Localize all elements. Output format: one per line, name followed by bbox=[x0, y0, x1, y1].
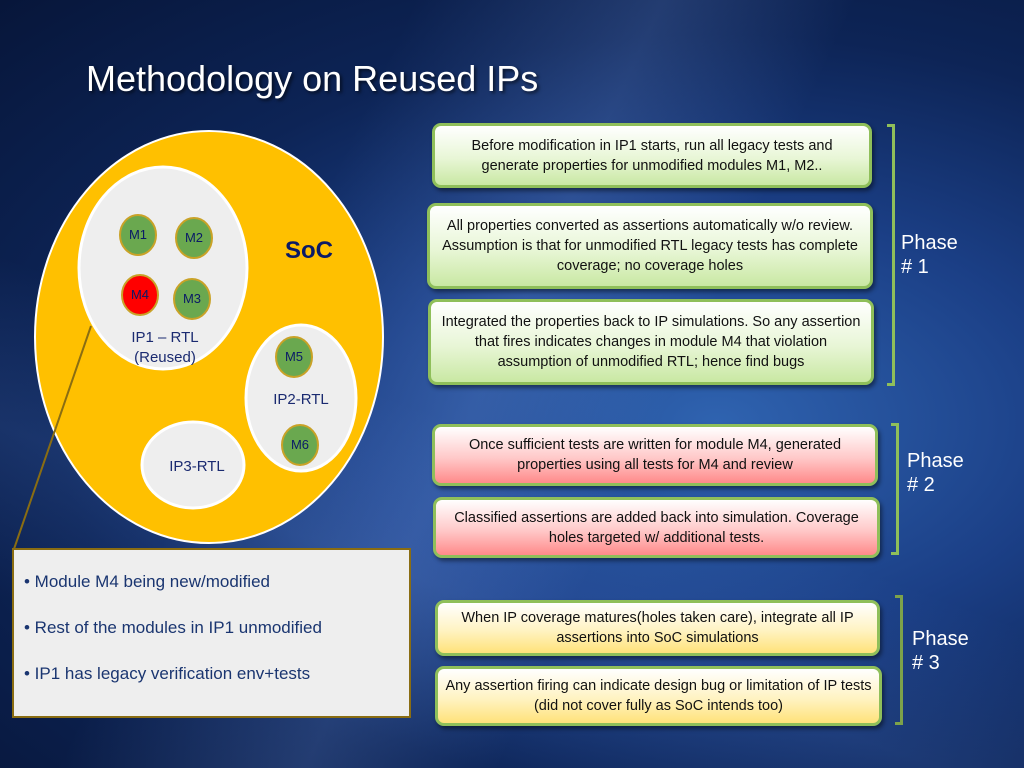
phase1-label-line1: Phase bbox=[901, 232, 958, 254]
note-item: • Module M4 being new/modified bbox=[24, 572, 270, 591]
note-item: • IP1 has legacy verification env+tests bbox=[24, 664, 311, 683]
phase2-step1-text: Once sufficient tests are written for mo… bbox=[468, 437, 842, 473]
ip3-label: IP3-RTL bbox=[169, 458, 225, 475]
module-m4 bbox=[121, 274, 159, 316]
phase3-step2-box: Any assertion firing can indicate design… bbox=[435, 666, 882, 726]
phase1-step3-text: Integrated the properties back to IP sim… bbox=[441, 314, 861, 370]
module-m3-label: M3 bbox=[183, 291, 201, 306]
phase1-step1-box: Before modification in IP1 starts, run a… bbox=[432, 123, 872, 188]
phase3-step1-box: When IP coverage matures(holes taken car… bbox=[435, 600, 880, 656]
module-m1 bbox=[119, 214, 157, 256]
module-m5-label: M5 bbox=[285, 349, 303, 364]
notes-box: • Module M4 being new/modified • Rest of… bbox=[12, 548, 411, 718]
phase3-label: Phase # 3 bbox=[912, 627, 969, 675]
phase1-step2-box: All properties converted as assertions a… bbox=[427, 203, 873, 289]
module-m5 bbox=[275, 336, 313, 378]
phase1-label: Phase # 1 bbox=[901, 231, 958, 279]
phase3-bracket bbox=[895, 595, 903, 725]
module-m1-label: M1 bbox=[129, 227, 147, 242]
phase1-step2-text: All properties converted as assertions a… bbox=[442, 218, 858, 274]
phase1-step3-box: Integrated the properties back to IP sim… bbox=[428, 299, 874, 385]
module-m6-label: M6 bbox=[291, 437, 309, 452]
phase2-bracket bbox=[891, 423, 899, 555]
phase2-label-line2: # 2 bbox=[907, 474, 935, 496]
callout-line-left bbox=[13, 325, 92, 550]
module-m3 bbox=[173, 278, 211, 320]
phase1-step1-text: Before modification in IP1 starts, run a… bbox=[471, 137, 833, 174]
phase2-label-line1: Phase bbox=[907, 450, 964, 472]
phase3-label-line1: Phase bbox=[912, 628, 969, 650]
ip1-label: IP1 – RTL bbox=[131, 329, 198, 346]
phase2-step1-box: Once sufficient tests are written for mo… bbox=[432, 424, 878, 486]
soc-label: SoC bbox=[285, 237, 333, 264]
phase3-label-line2: # 3 bbox=[912, 652, 940, 674]
phase3-step1-text: When IP coverage matures(holes taken car… bbox=[461, 610, 854, 646]
ip3-circle bbox=[140, 420, 246, 510]
ip2-label: IP2-RTL bbox=[273, 391, 329, 408]
module-m2-label: M2 bbox=[185, 230, 203, 245]
module-m2 bbox=[175, 217, 213, 259]
phase1-label-line2: # 1 bbox=[901, 256, 929, 278]
module-m6 bbox=[281, 424, 319, 466]
phase2-step2-box: Classified assertions are added back int… bbox=[433, 497, 880, 558]
phase2-label: Phase # 2 bbox=[907, 449, 964, 497]
module-m4-label: M4 bbox=[131, 287, 149, 302]
ip1-sublabel: (Reused) bbox=[134, 349, 196, 366]
note-item: • Rest of the modules in IP1 unmodified bbox=[24, 618, 322, 637]
phase2-step2-text: Classified assertions are added back int… bbox=[454, 509, 859, 546]
phase1-bracket bbox=[887, 124, 895, 386]
phase3-step2-text: Any assertion firing can indicate design… bbox=[445, 678, 872, 714]
ip2-circle bbox=[244, 323, 358, 473]
slide-title: Methodology on Reused IPs bbox=[86, 58, 539, 99]
ip1-circle bbox=[77, 165, 249, 371]
